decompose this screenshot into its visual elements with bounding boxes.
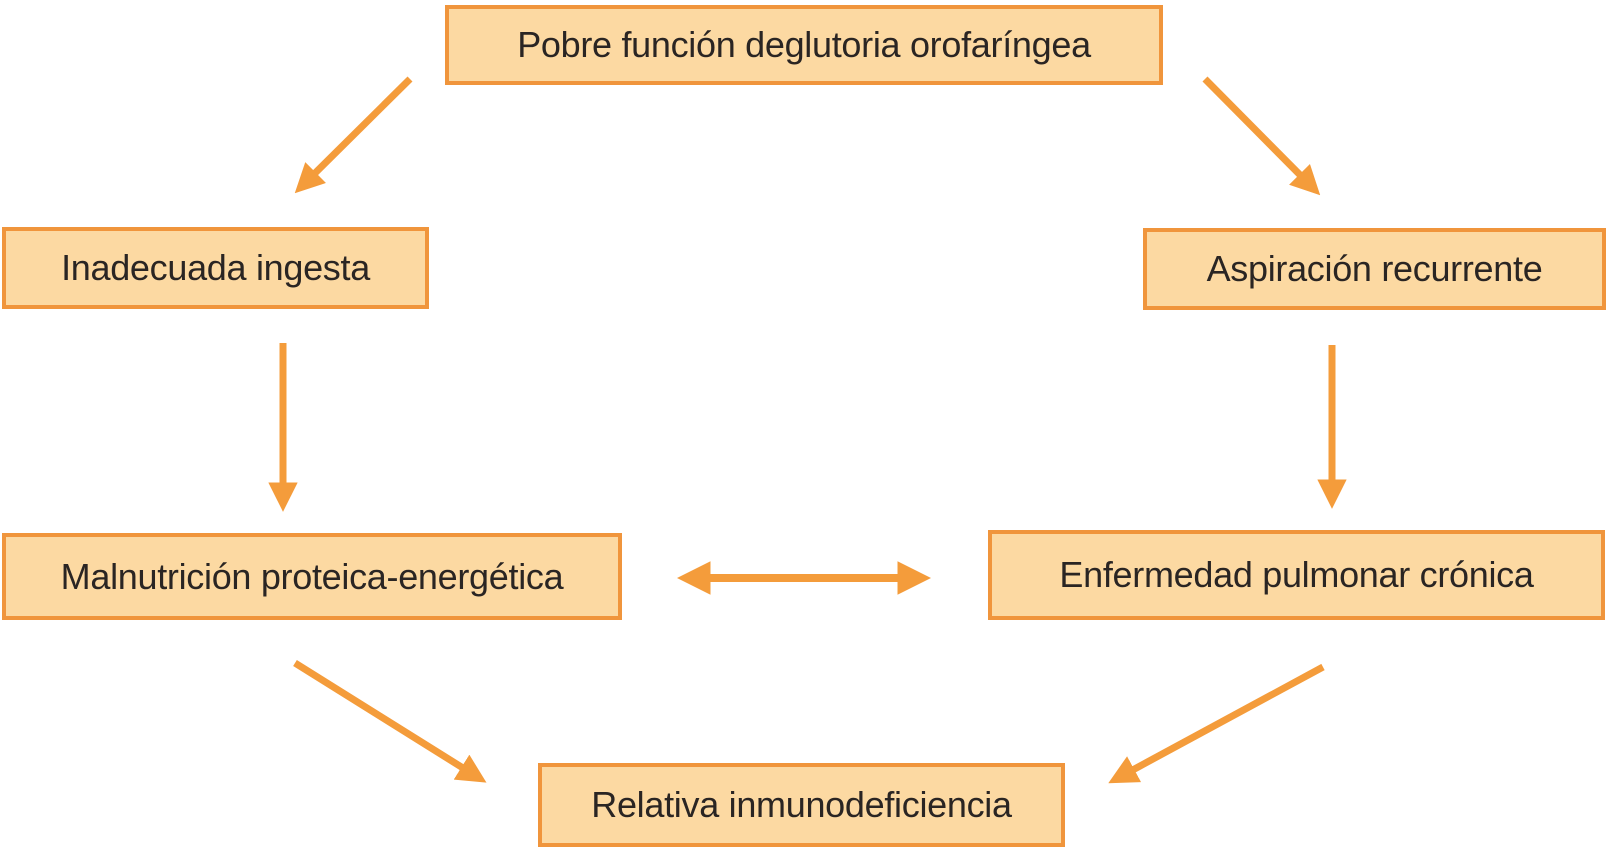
node-malnutricion-proteica-energetica: Malnutrición proteica-energética [2, 533, 622, 620]
node-pobre-funcion-deglutoria-orofaringea: Pobre función deglutoria orofaríngea [445, 5, 1163, 85]
arrow-enfermedad-to-relativa [1108, 663, 1325, 784]
node-aspiracion-recurrente: Aspiración recurrente [1143, 228, 1606, 310]
arrow-top-to-aspiracion [1202, 76, 1321, 196]
node-inadecuada-ingesta: Inadecuada ingesta [2, 227, 429, 309]
arrow-top-to-inadecuada [294, 76, 413, 194]
node-relativa-inmunodeficiencia: Relativa inmunodeficiencia [538, 763, 1065, 847]
node-enfermedad-pulmonar-cronica: Enfermedad pulmonar crónica [988, 530, 1605, 620]
arrow-malnutricion-to-relativa [293, 660, 487, 783]
